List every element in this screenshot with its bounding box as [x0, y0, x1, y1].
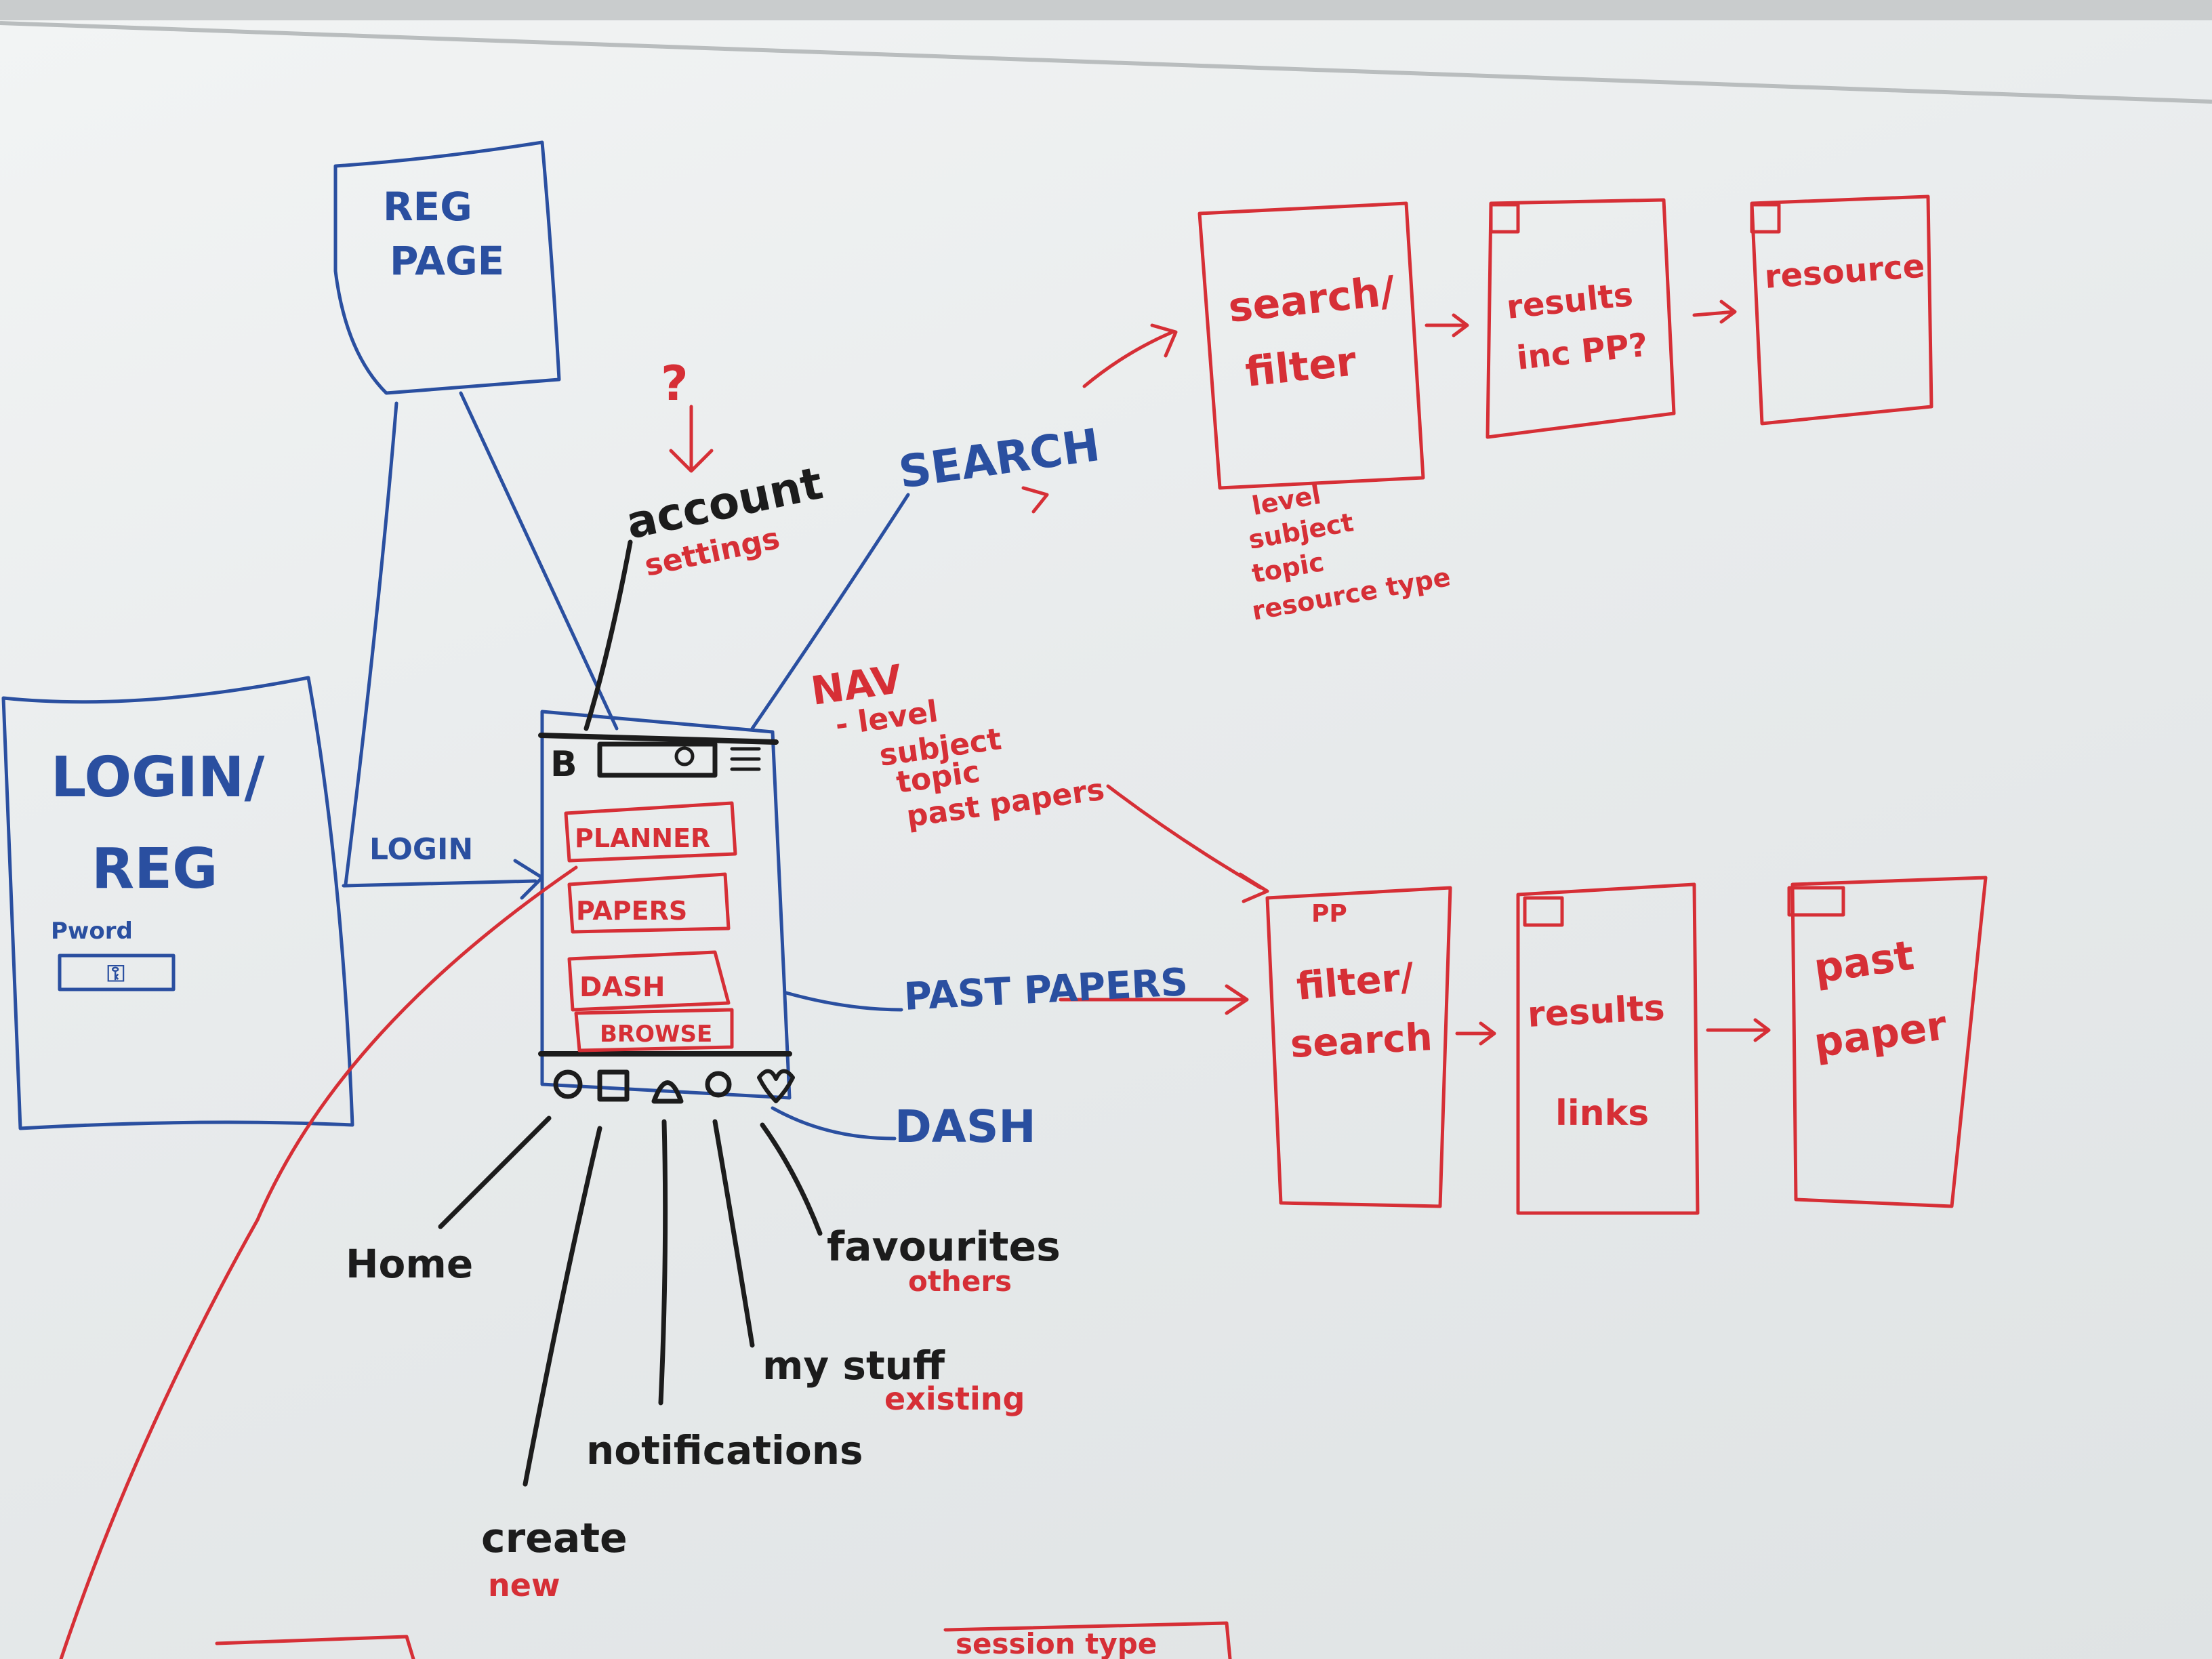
phone-logo-b: B: [550, 744, 577, 785]
create-connector: [523, 1126, 602, 1487]
past-paper-line2: paper: [1811, 1002, 1950, 1067]
notifications-connector: [658, 1119, 668, 1406]
mystuff-sub-label: existing: [884, 1380, 1025, 1417]
reg-to-login-line: [344, 401, 398, 886]
board-frame: [0, 0, 2212, 20]
browse-button: BROWSE: [600, 1021, 712, 1048]
dash-button-outline: [567, 950, 731, 1012]
resource-box: [1750, 194, 1933, 426]
pp-filter-line1: filter/: [1295, 955, 1416, 1009]
pp-results-line2: links: [1555, 1093, 1649, 1134]
login-box: [1, 676, 354, 1130]
bottom-partial-box-2: [943, 1621, 1232, 1659]
papers-button: PAPERS: [576, 896, 687, 926]
past-paper-box: [1790, 876, 1988, 1208]
phone-menu-icon: [730, 747, 761, 771]
create-sub-label: new: [488, 1567, 560, 1603]
pp-results-box: [1516, 882, 1700, 1215]
phone-search-field: [597, 741, 718, 778]
results-line2: inc PP?: [1515, 326, 1650, 377]
results-box-tab: [1489, 203, 1520, 234]
browse-button-outline: [574, 1008, 734, 1052]
login-link-label: LOGIN: [369, 832, 473, 867]
question-arrow-head: [669, 449, 714, 473]
phone-search-icon: [674, 746, 695, 766]
pword-label: Pword: [51, 918, 133, 945]
pp-results-tab: [1523, 896, 1564, 927]
reg-to-phone-line: [459, 391, 619, 731]
mystuff-connector: [712, 1119, 755, 1348]
search-connector: [750, 493, 910, 731]
resource-box-tab: [1750, 203, 1781, 234]
pp-filter-line2: search: [1289, 1015, 1433, 1067]
pp-flow-arrow-2: [1706, 1018, 1771, 1042]
search-filter-line1: search/: [1226, 268, 1397, 332]
notifications-label: notifications: [586, 1427, 863, 1473]
results-line1: results: [1504, 276, 1635, 327]
mystuff-label: my stuff: [762, 1343, 945, 1389]
phone-frame: [540, 710, 792, 1100]
dash-connector: [771, 1106, 897, 1141]
past-papers-label: PAST PAPERS: [903, 960, 1189, 1019]
papers-button-outline: [567, 872, 731, 934]
board-edge: [0, 21, 2212, 104]
search-arrow: [1082, 330, 1174, 388]
nav-arrow: [1106, 784, 1263, 890]
reg-page-box: [333, 140, 561, 395]
resource-label: resource: [1763, 247, 1926, 296]
search-filter-box: [1197, 201, 1425, 490]
pastpapers-arrow-head: [1225, 984, 1249, 1015]
question-mark: ?: [661, 356, 689, 411]
pp-filter-box: [1265, 886, 1452, 1208]
session-type-label: session type: [956, 1627, 1157, 1659]
login-link-line: [342, 879, 537, 888]
bottom-partial-box-1: [215, 1635, 415, 1659]
search-arrow-head: [1150, 323, 1178, 358]
favourites-connector: [760, 1122, 823, 1236]
login-box-title: LOGIN/: [51, 745, 264, 810]
planner-button-outline: [564, 801, 737, 863]
search-down-arrow: [1021, 486, 1049, 514]
reg-page-line1: REG: [383, 184, 472, 230]
notification-icon: [651, 1080, 684, 1104]
search-filter-line2: filter: [1243, 337, 1359, 396]
nav-arrow-head: [1238, 872, 1269, 903]
pp-flow-arrow-1: [1455, 1021, 1496, 1046]
pp-results-line1: results: [1527, 987, 1666, 1036]
account-connector: [583, 539, 633, 731]
login-box-subtitle: REG: [91, 837, 218, 901]
home-label: Home: [346, 1241, 473, 1287]
planner-button: PLANNER: [575, 823, 710, 853]
dash-button: DASH: [579, 972, 665, 1003]
heart-icon: [757, 1069, 795, 1103]
key-icon: ⚿: [107, 960, 125, 987]
search-flow-arrow-1: [1425, 313, 1469, 337]
pastpapers-connector: [784, 991, 903, 1012]
home-icon: [553, 1069, 583, 1099]
past-paper-tab: [1787, 886, 1845, 917]
planner-long-curve: [59, 865, 578, 1659]
password-field: [58, 954, 176, 991]
create-label: create: [481, 1515, 628, 1562]
user-icon: [705, 1071, 732, 1098]
create-icon: [597, 1069, 630, 1102]
dash-label: DASH: [895, 1101, 1036, 1153]
phone-top-bar: [538, 733, 779, 745]
favourites-label: favourites: [827, 1223, 1061, 1271]
favourites-sub-label: others: [908, 1265, 1012, 1298]
reg-page-line2: PAGE: [390, 238, 504, 284]
results-box: [1486, 198, 1676, 439]
pp-tag: PP: [1311, 900, 1347, 928]
home-connector: [438, 1115, 552, 1229]
search-label: SEARCH: [896, 419, 1103, 499]
past-paper-line1: past: [1811, 932, 1917, 993]
search-flow-arrow-2: [1692, 300, 1737, 324]
